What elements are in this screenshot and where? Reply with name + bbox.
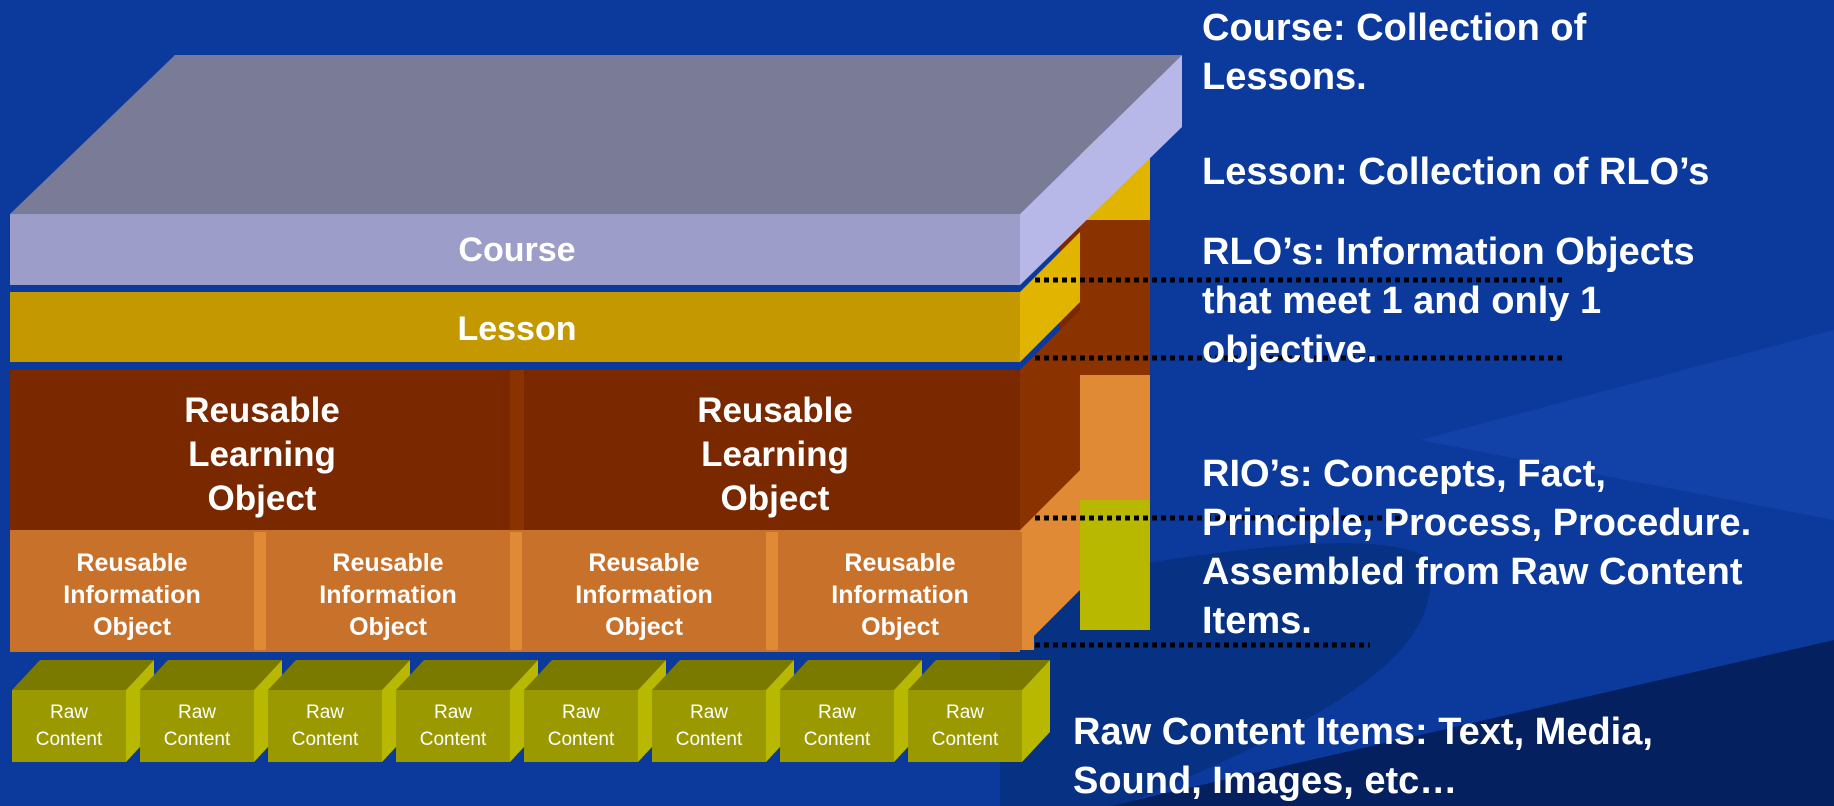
raw-description-line: Sound, Images, etc… — [1073, 760, 1458, 802]
course-label: Course — [458, 231, 575, 269]
course-description: Course: Collection of Lessons. — [1202, 4, 1586, 102]
rio-description-line: Items. — [1202, 600, 1312, 642]
course-description-line: Course: Collection of — [1202, 7, 1587, 49]
raw-description-line: Raw Content Items: Text, Media, — [1073, 711, 1653, 753]
course-layer: Course — [10, 55, 1182, 285]
lesson-description: Lesson: Collection of RLO’s — [1202, 148, 1709, 197]
rio-description-line: Principle, Process, Procedure. — [1202, 502, 1752, 544]
rio-description-line: RIO’s: Concepts, Fact, — [1202, 453, 1606, 495]
connector-lines — [1035, 277, 1562, 648]
rlo-description-line: objective. — [1202, 329, 1378, 371]
raw-content-description: Raw Content Items: Text, Media, Sound, I… — [1073, 708, 1653, 806]
lesson-label: Lesson — [457, 310, 576, 348]
rlo-layer — [10, 310, 1080, 530]
lesson-description-line: Lesson: Collection of RLO’s — [1202, 151, 1710, 193]
rlo-description-line: RLO’s: Information Objects — [1202, 231, 1695, 273]
course-description-line: Lessons. — [1202, 56, 1367, 98]
rlo-description: RLO’s: Information Objects that meet 1 a… — [1202, 228, 1695, 375]
lesson-layer: Lesson — [10, 232, 1080, 362]
rlo-description-line: that meet 1 and only 1 — [1202, 280, 1602, 322]
rio-description-line: Assembled from Raw Content — [1202, 551, 1743, 593]
rio-description: RIO’s: Concepts, Fact, Principle, Proces… — [1202, 450, 1751, 646]
